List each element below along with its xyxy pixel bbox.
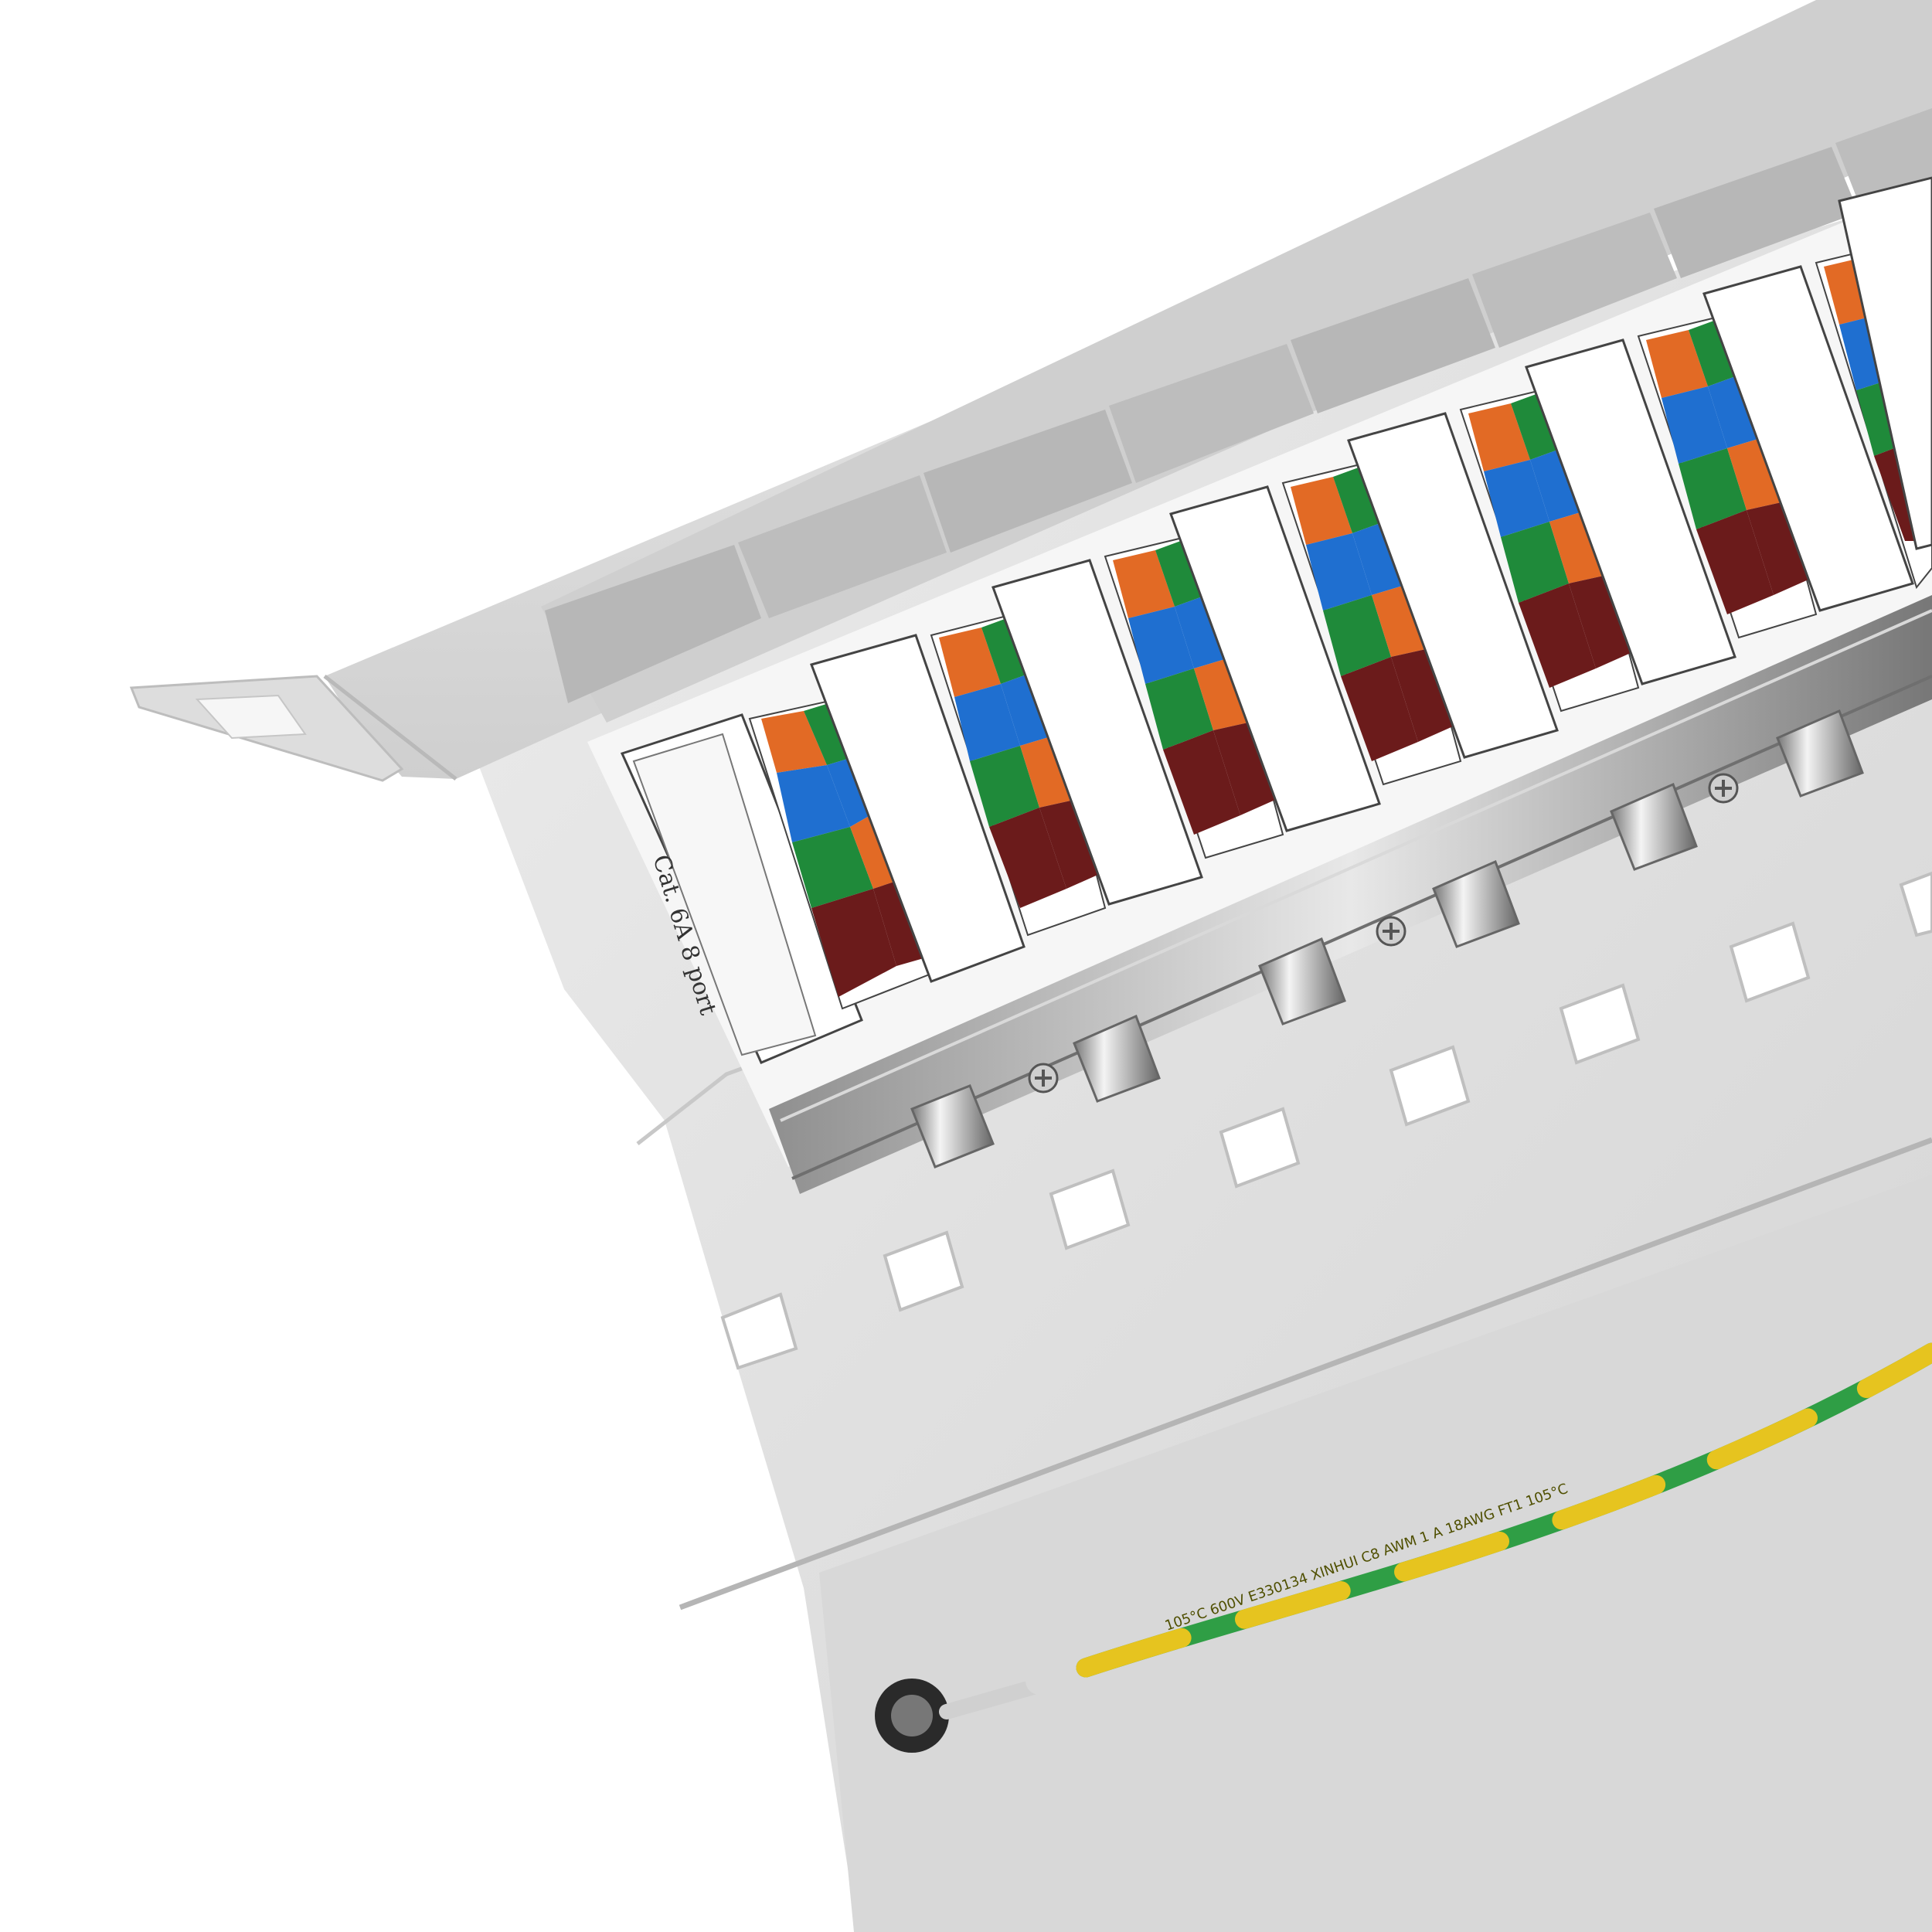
module-8 bbox=[1838, 176, 1932, 550]
shield-strip bbox=[769, 595, 1932, 1194]
module-4 bbox=[1169, 458, 1462, 832]
rear-port-row bbox=[541, 0, 1932, 723]
cable-clamps bbox=[910, 709, 1864, 1168]
module-2 bbox=[810, 609, 1107, 983]
module-1: Cat. 6A 8 port bbox=[620, 694, 933, 1064]
cable-management-slots bbox=[720, 871, 1932, 1370]
module-5 bbox=[1347, 385, 1640, 759]
module-3 bbox=[992, 532, 1284, 906]
module-block: Cat. 6A 8 port bbox=[587, 176, 1932, 1167]
module-6 bbox=[1525, 311, 1818, 685]
